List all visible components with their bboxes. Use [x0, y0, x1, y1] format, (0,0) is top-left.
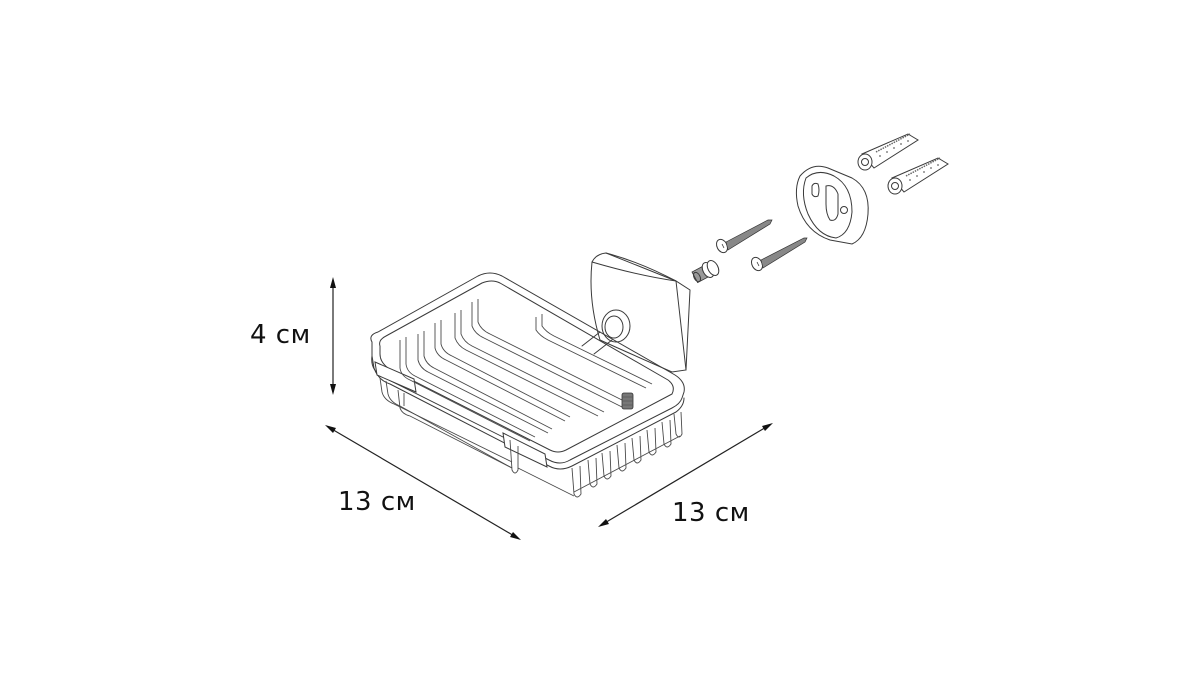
width-dimension-arrow	[598, 423, 773, 527]
mount-plate	[795, 165, 869, 245]
wall-holder-block	[581, 252, 691, 373]
wall-plug-lower	[887, 157, 949, 195]
depth-dimension-arrow	[325, 425, 521, 540]
wood-screw-lower	[750, 237, 808, 272]
height-dimension-arrow	[330, 277, 336, 395]
wall-plug-upper	[857, 133, 919, 171]
height-dimension-label: 4 см	[250, 320, 311, 350]
soap-basket	[370, 272, 685, 498]
width-dimension-label: 13 см	[672, 498, 750, 528]
wood-screw-upper	[715, 219, 773, 254]
set-screw	[691, 260, 720, 284]
depth-dimension-label: 13 см	[338, 487, 416, 517]
